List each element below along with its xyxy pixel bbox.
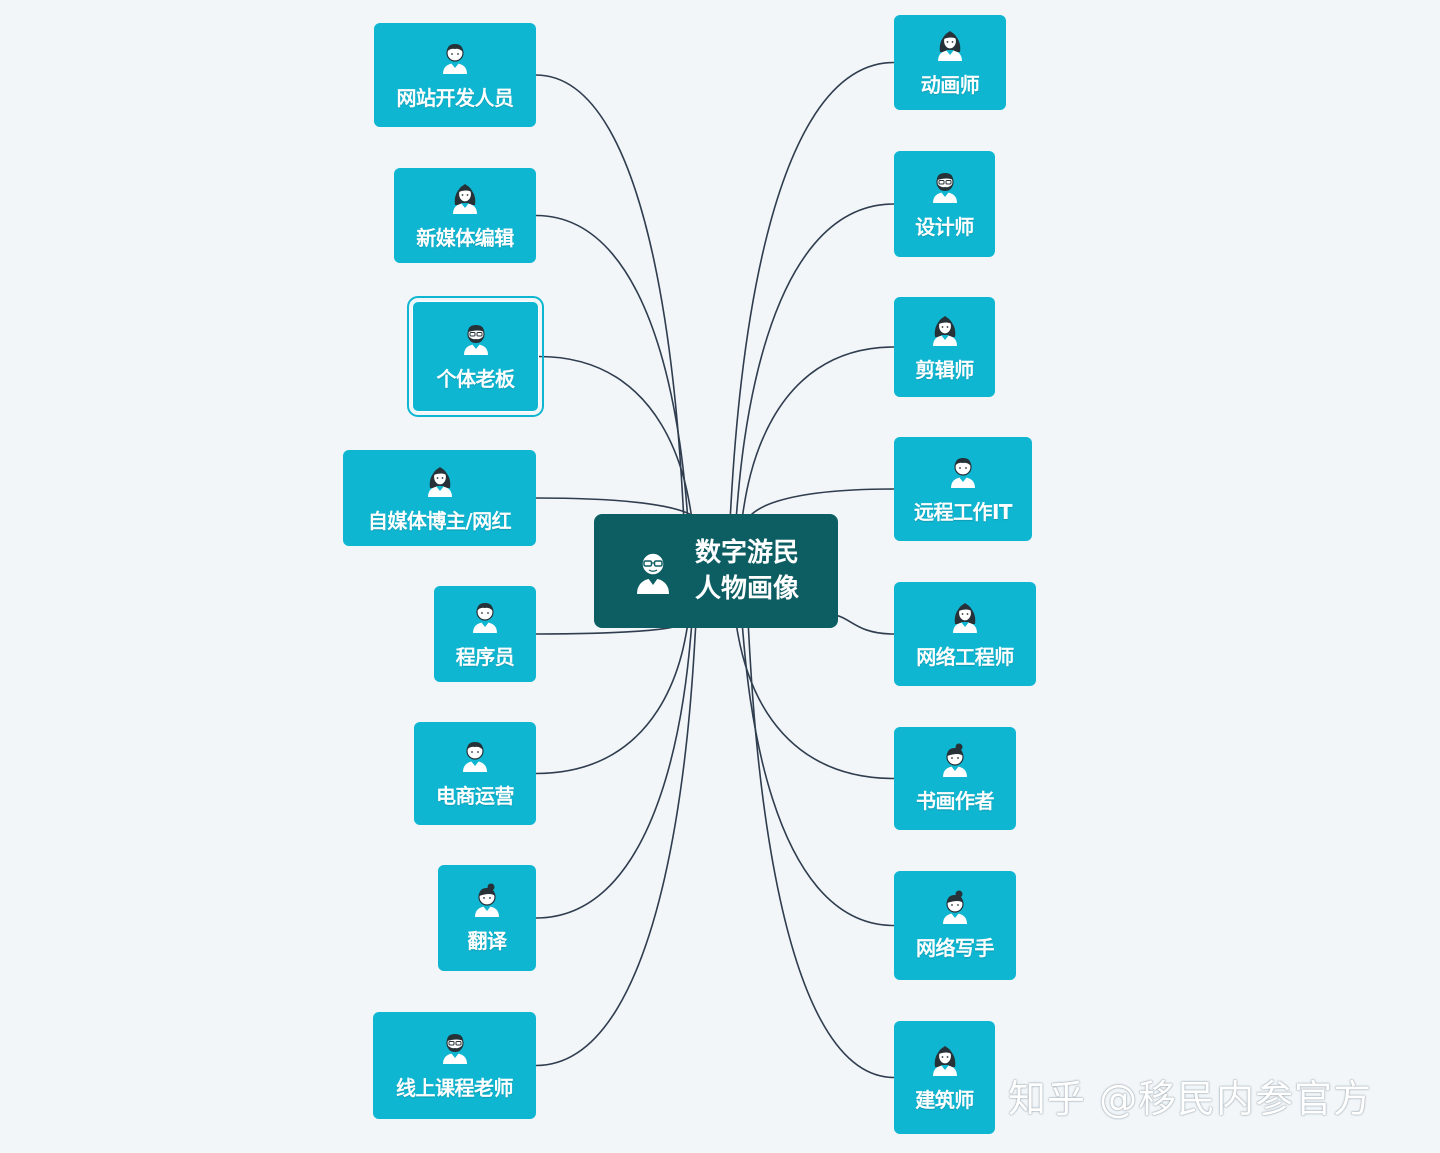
left-topic-node[interactable]: 自媒体博主/网红 (343, 450, 536, 546)
woman-avatar-icon (932, 315, 957, 346)
connector-line (735, 623, 895, 780)
bearded-man-glasses-avatar-icon (442, 1034, 467, 1064)
node-label: 个体老板 (436, 367, 516, 391)
right-topic-node[interactable]: 书画作者 (894, 727, 1016, 830)
central-topic-line2: 人物画像 (694, 574, 799, 604)
node-label: 剪辑师 (915, 357, 974, 382)
node-label: 网络写手 (916, 936, 995, 960)
node-label: 程序员 (455, 644, 515, 669)
node-label: 线上课程老师 (396, 1076, 514, 1100)
node-label: 电商运营 (436, 784, 515, 808)
left-topic-node[interactable]: 电商运营 (414, 722, 536, 825)
right-topic-node[interactable]: 网络写手 (894, 871, 1016, 980)
node-label: 书画作者 (916, 789, 995, 813)
source-watermark: 知乎 @移民内参官方 (1008, 1077, 1373, 1121)
left-topic-node[interactable]: 线上课程老师 (373, 1012, 536, 1119)
left-topic-node[interactable]: 程序员 (434, 586, 536, 682)
node-label: 翻译 (467, 928, 508, 953)
connector-line (535, 623, 689, 775)
node-label: 建筑师 (915, 1088, 974, 1112)
right-topic-node[interactable]: 建筑师 (894, 1021, 995, 1134)
woman-avatar-icon (453, 184, 477, 214)
connector-line (747, 623, 895, 1079)
node-label: 网站开发人员 (396, 85, 515, 110)
woman-bun-avatar-icon (943, 743, 967, 777)
woman-avatar-icon (938, 31, 962, 61)
node-label: 远程工作IT (913, 499, 1013, 524)
woman-bun-avatar-icon (943, 890, 967, 924)
right-topic-node[interactable]: 设计师 (894, 151, 995, 257)
node-label: 新媒体编辑 (416, 226, 514, 250)
connector-line (831, 614, 895, 635)
bearded-man-glasses-avatar-icon (463, 325, 488, 355)
central-topic[interactable]: 数字游民 人物画像 (594, 514, 838, 628)
woman-avatar-icon (932, 1046, 957, 1076)
left-topic-node[interactable]: 网站开发人员 (374, 23, 536, 127)
woman-avatar-icon (953, 602, 977, 633)
left-topic-node[interactable]: 翻译 (438, 865, 536, 971)
node-label: 设计师 (915, 214, 974, 239)
node-label: 动画师 (920, 73, 980, 97)
woman-bun-avatar-icon (475, 883, 499, 917)
bald-man-glasses-avatar-icon (636, 552, 669, 594)
man-avatar-icon (951, 457, 975, 488)
left-topic-node[interactable]: 新媒体编辑 (394, 168, 536, 263)
left-topic-node[interactable]: 个体老板 (407, 296, 544, 417)
connector-line (535, 623, 697, 1067)
right-topic-node[interactable]: 动画师 (894, 15, 1006, 110)
right-topic-node[interactable]: 剪辑师 (894, 297, 995, 397)
woman-avatar-icon (427, 466, 452, 497)
connector-line (535, 214, 689, 519)
right-topic-node[interactable]: 网络工程师 (894, 582, 1036, 686)
connector-line (535, 623, 693, 919)
connector-line (735, 203, 895, 519)
connector-line (538, 355, 693, 519)
man-avatar-icon (443, 43, 467, 74)
connector-line (741, 623, 895, 927)
man-avatar-icon (473, 602, 497, 633)
right-topic-node[interactable]: 远程工作IT (894, 437, 1032, 541)
connector-line (535, 74, 685, 519)
node-label: 自媒体博主/网红 (367, 508, 512, 533)
bearded-man-glasses-avatar-icon (932, 172, 957, 203)
node-label: 网络工程师 (916, 644, 1014, 669)
central-topic-line1: 数字游民 (694, 538, 799, 568)
connector-line (741, 346, 895, 519)
man-avatar-icon (463, 742, 487, 772)
connector-line (729, 61, 895, 519)
